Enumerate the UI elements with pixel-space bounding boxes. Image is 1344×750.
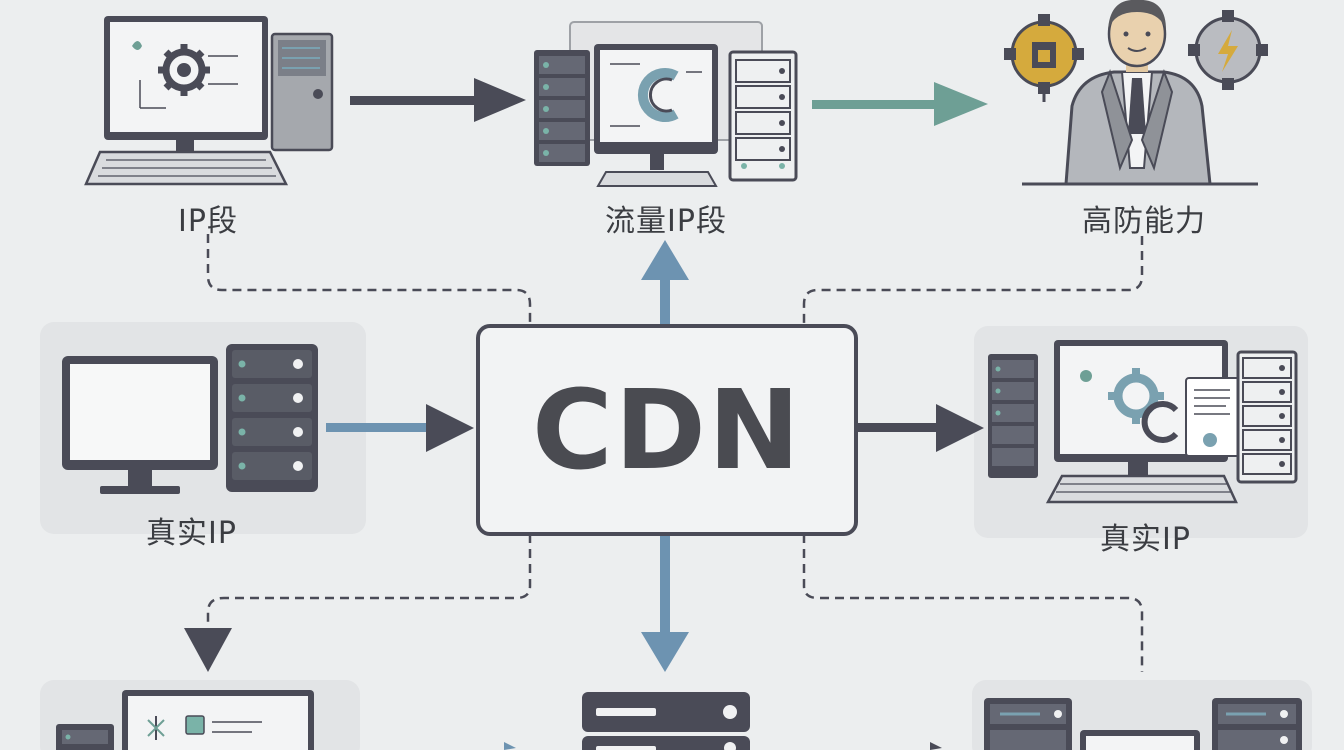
server-monitor-icon — [534, 21, 798, 187]
label-traffic-ip-segment: 流量IP段 — [605, 204, 727, 239]
workstation-servers-icon — [984, 698, 1302, 750]
arrow-hint-bottom-right — [930, 742, 942, 750]
cdn-title: CDN — [531, 366, 803, 494]
arrow-hint-bottom-center — [504, 742, 516, 750]
arrow-down-bottom-left — [184, 628, 232, 672]
arrow-topleft-to-topcenter — [350, 78, 526, 122]
label-real-ip-right: 真实IP — [1100, 522, 1191, 557]
label-high-defense: 高防能力 — [1082, 204, 1206, 239]
arrow-cdn-to-midright — [856, 404, 984, 452]
server-rack-icon — [582, 692, 750, 750]
label-real-ip-left: 真实IP — [146, 516, 237, 551]
computer-gear-icon — [84, 16, 334, 186]
server-workstation-icon — [988, 340, 1298, 504]
arrow-cdn-down — [641, 534, 689, 672]
dashed-connectors — [206, 234, 1144, 672]
monitor-server-icon — [62, 344, 318, 494]
monitor-server-small-icon — [56, 690, 314, 750]
arrow-topcenter-to-topright — [812, 82, 988, 126]
businessman-gears-icon — [1004, 0, 1268, 186]
label-ip-segment: IP段 — [178, 204, 238, 239]
arrow-midleft-to-cdn — [326, 404, 474, 452]
cdn-box — [476, 324, 858, 536]
arrow-cdn-up — [641, 240, 689, 326]
